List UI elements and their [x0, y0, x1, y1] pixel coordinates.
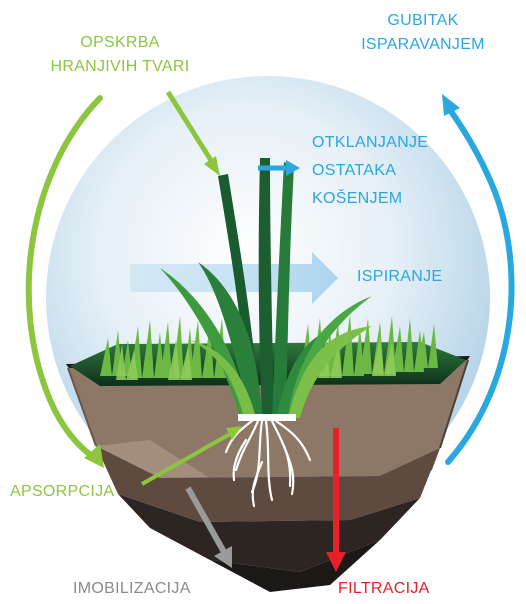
label-leaching: ISPIRANJE — [357, 265, 442, 289]
label-absorption: APSORPCIJA — [10, 480, 114, 504]
label-immobilization: IMOBILIZACIJA — [73, 577, 191, 601]
label-nutrient-supply-line1: OPSKRBA — [32, 31, 208, 55]
label-clipping-removal-line2: OSTATAKA — [312, 157, 428, 185]
label-clipping-removal: OTKLANJANJE OSTATAKA KOŠENJEM — [312, 129, 428, 213]
label-clipping-removal-line1: OTKLANJANJE — [312, 129, 428, 157]
label-filtration: FILTRACIJA — [338, 577, 430, 601]
label-evaporation-loss: GUBITAK ISPARAVANJEM — [346, 9, 500, 57]
label-evaporation-loss-line1: GUBITAK — [346, 9, 500, 33]
label-nutrient-supply: OPSKRBA HRANJIVIH TVARI — [32, 31, 208, 79]
label-evaporation-loss-line2: ISPARAVANJEM — [346, 33, 500, 57]
label-clipping-removal-line3: KOŠENJEM — [312, 185, 428, 213]
label-nutrient-supply-line2: HRANJIVIH TVARI — [32, 55, 208, 79]
